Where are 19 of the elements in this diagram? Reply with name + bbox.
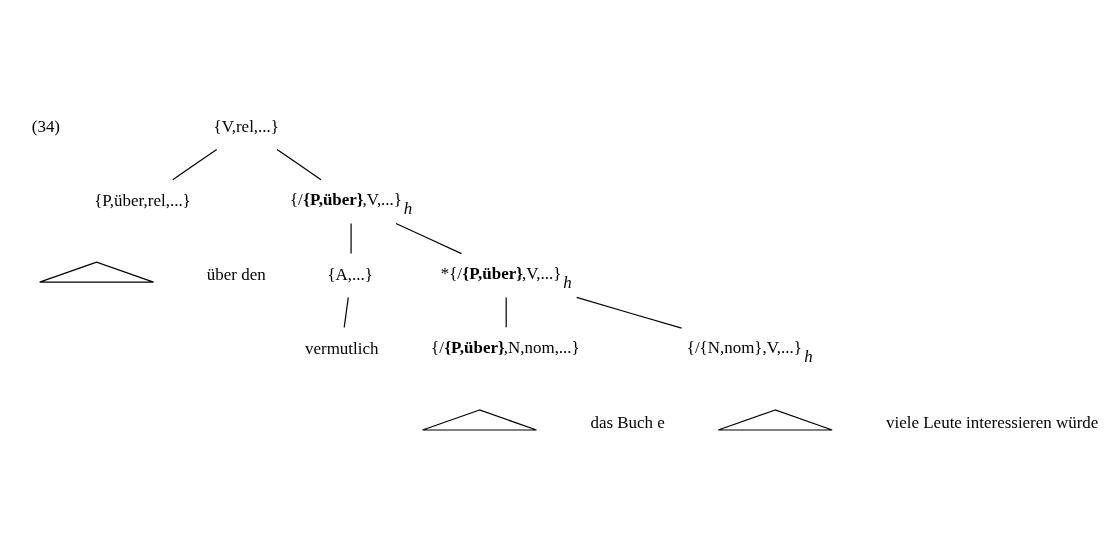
connector: [505, 296, 507, 328]
label: (34): [31, 117, 61, 137]
node-triangle: [717, 409, 833, 431]
node-triangle: [39, 261, 155, 283]
connector: [343, 296, 349, 328]
node-text: {V,rel,...}: [213, 117, 279, 137]
connector: [395, 222, 463, 255]
node-label: viele Leute interessieren würde: [886, 412, 1099, 432]
node-label: über den: [206, 264, 266, 284]
node-text: {A,...}: [327, 264, 373, 284]
connector: [172, 148, 218, 181]
connector: [350, 222, 352, 254]
node-text: {/{P,über},N,nom,...}: [431, 337, 580, 357]
node-text: vermutlich: [305, 338, 379, 358]
node-text: {P,über,rel,...}: [94, 191, 191, 211]
node-label: das Buch e: [590, 412, 665, 432]
connector: [576, 296, 683, 329]
connector: [276, 148, 322, 181]
node-triangle: [421, 409, 538, 431]
